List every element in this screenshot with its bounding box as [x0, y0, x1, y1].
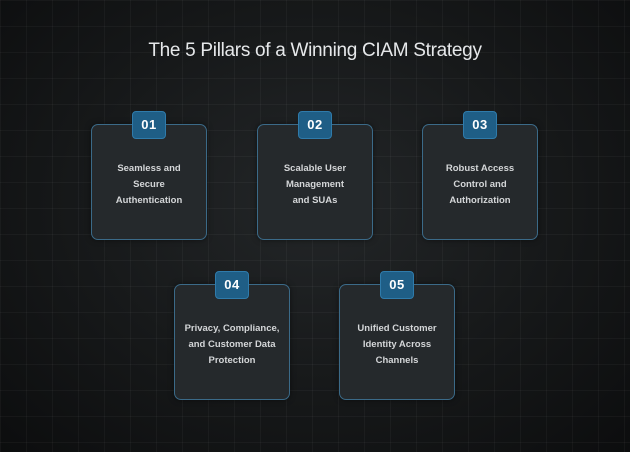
pillar-card-4: Privacy, Compliance, and Customer Data P…: [174, 284, 290, 400]
pillar-card-3: Robust Access Control and Authorization: [422, 124, 538, 240]
pillar-4-line-1: Privacy, Compliance,: [184, 323, 280, 334]
pillar-1-line-3: Authentication: [115, 195, 183, 206]
pillar-5-line-1: Unified Customer: [357, 323, 437, 334]
pillar-2-line-2: Management: [285, 179, 345, 190]
pillar-3-line-3: Authorization: [449, 195, 511, 206]
pillar-1-line-1: Seamless and: [117, 163, 181, 174]
pillar-text-2: Scalable User Management and SUAs: [264, 161, 366, 209]
pillar-4-line-2: and Customer Data: [188, 339, 276, 350]
pillar-5-line-2: Identity Across: [362, 339, 432, 350]
pillar-text-1: Seamless and Secure Authentication: [98, 161, 200, 209]
pillar-1-line-2: Secure: [133, 179, 165, 190]
pillar-text-4: Privacy, Compliance, and Customer Data P…: [181, 321, 283, 369]
pillar-card-2: Scalable User Management and SUAs: [257, 124, 373, 240]
pillar-card-5: Unified Customer Identity Across Channel…: [339, 284, 455, 400]
pillar-5-line-3: Channels: [375, 355, 419, 366]
pillar-badge-5: 05: [380, 271, 414, 299]
pillar-4-line-3: Protection: [208, 355, 256, 366]
pillar-text-3: Robust Access Control and Authorization: [429, 161, 531, 209]
pillar-badge-4: 04: [215, 271, 249, 299]
pillar-3-line-2: Control and: [453, 179, 507, 190]
pillar-text-5: Unified Customer Identity Across Channel…: [346, 321, 448, 369]
diagram-title: The 5 Pillars of a Winning CIAM Strategy: [148, 40, 482, 61]
pillar-badge-3: 03: [463, 111, 497, 139]
pillar-badge-1: 01: [132, 111, 166, 139]
pillar-2-line-1: Scalable User: [283, 163, 347, 174]
pillar-2-line-3: and SUAs: [292, 195, 338, 206]
pillar-badge-2: 02: [298, 111, 332, 139]
pillar-card-1: Seamless and Secure Authentication: [91, 124, 207, 240]
pillar-3-line-1: Robust Access: [445, 163, 515, 174]
